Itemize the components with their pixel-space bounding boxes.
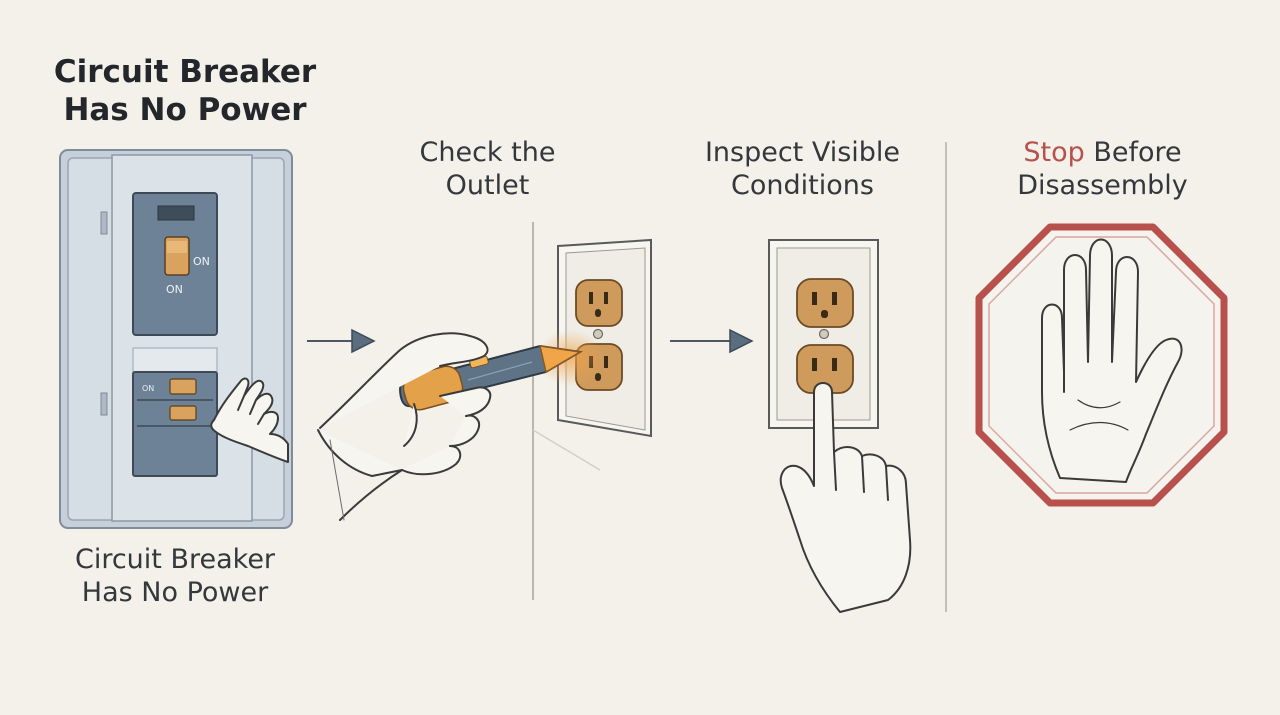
outlet-icon-2 xyxy=(768,239,879,429)
breaker-on-label: ON xyxy=(193,255,210,268)
stop-highlight: Stop xyxy=(1023,137,1085,168)
breaker-caption: Circuit Breaker Has No Power xyxy=(40,544,310,610)
step-check-outlet-line2: Outlet xyxy=(445,169,530,201)
step-check-outlet-title: Check the Outlet xyxy=(380,137,595,203)
step-inspect-line1: Inspect Visible xyxy=(704,137,901,168)
main-breaker[interactable]: ON ON xyxy=(132,192,218,336)
outlet-icon xyxy=(557,238,652,438)
breaker-panel-icon: ON ON ON xyxy=(59,149,293,529)
page-title-line1: Circuit Breaker xyxy=(53,54,317,90)
hand-on-breaker-icon xyxy=(210,377,289,463)
pointing-hand-icon xyxy=(779,382,912,613)
step-stop-line1: Stop Before xyxy=(990,137,1215,170)
stop-line1-rest: Before xyxy=(1084,137,1182,168)
step-stop-title: Stop Before Disassembly xyxy=(990,137,1215,203)
step-inspect-line2: Conditions xyxy=(731,169,874,201)
arrow-right-icon-2 xyxy=(670,328,754,354)
page-title: Circuit Breaker Has No Power xyxy=(40,54,330,130)
branch-breakers[interactable]: ON xyxy=(132,371,218,477)
hand-holding-tester-icon xyxy=(317,332,492,521)
page-title-line2: Has No Power xyxy=(63,91,307,128)
stop-hand-icon xyxy=(975,223,1228,507)
step-check-outlet-line1: Check the xyxy=(419,137,556,168)
step-stop-line2: Disassembly xyxy=(1017,169,1188,201)
arrow-right-icon xyxy=(307,328,376,354)
step-inspect-title: Inspect Visible Conditions xyxy=(680,137,925,203)
switch-on-label: ON xyxy=(142,384,154,393)
breaker-on-label-lower: ON xyxy=(166,283,183,296)
breaker-caption-line2: Has No Power xyxy=(81,576,269,608)
breaker-caption-line1: Circuit Breaker xyxy=(74,544,276,575)
